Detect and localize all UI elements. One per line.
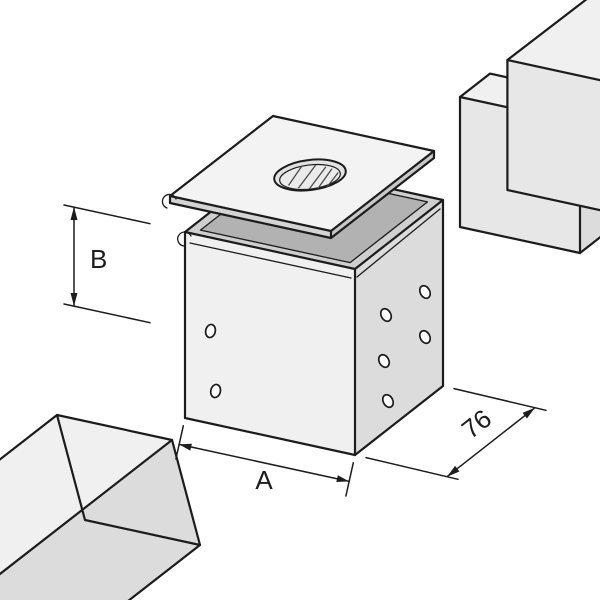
dim-b-arrow-up (70, 207, 78, 220)
front-hem-line (189, 242, 352, 279)
right-face-bolt-holes (377, 284, 432, 409)
bracket-front-face (185, 232, 355, 455)
dim-76-ext-front (365, 456, 459, 481)
rail-upper (458, 0, 600, 255)
rail-lower (0, 413, 202, 600)
dim-a-line (178, 443, 350, 483)
dimension-a: A (175, 425, 355, 497)
dim-76-arrow-front (447, 465, 460, 477)
bolt-hole (418, 329, 432, 345)
rail-lower-long-edges (0, 413, 202, 600)
bracket-inner-edges (183, 198, 445, 457)
plate-edge-curl (161, 193, 177, 209)
dim-76-ext-back (453, 387, 547, 412)
dim-76-line (446, 406, 536, 478)
plate-front-left-edge (170, 196, 331, 238)
screw-hole (273, 158, 347, 192)
dimension-b: B (63, 204, 151, 324)
plate-thickness-edges (168, 149, 436, 240)
dim-label-b: B (90, 244, 107, 274)
bolt-hole (418, 284, 432, 300)
rail-break-piece-cut-edge (506, 58, 600, 212)
screw-hole-hatch (283, 165, 341, 189)
rail-break-piece-top-face (507, 0, 600, 81)
bolt-hole (379, 307, 393, 323)
rail-break-piece-long-edges (506, 0, 588, 62)
dim-a-ext-left (175, 425, 185, 460)
dim-a-arrow-left (179, 443, 192, 451)
dim-a-arrow-right (336, 475, 350, 482)
front-face-bolt-holes (204, 323, 222, 399)
rail-lower-side-face (0, 440, 200, 600)
bolt-hole (209, 383, 222, 399)
bolt-hole (381, 393, 395, 409)
plate-front-right-edge (331, 151, 434, 238)
bolt-hole (204, 323, 217, 339)
dim-b-arrow-down (70, 293, 78, 306)
right-hem-line (356, 208, 441, 278)
dim-b-ext-top (63, 204, 151, 225)
rail-break-piece-cut-face (507, 60, 600, 211)
dim-label-a: A (255, 465, 273, 495)
dim-b-ext-bottom (63, 303, 151, 324)
dim-76-arrow-back (522, 407, 535, 419)
bolt-hole (377, 353, 391, 369)
rail-lower-top-face (0, 415, 172, 574)
front-edge-curl (177, 231, 192, 247)
screw-hole-inner (279, 163, 341, 191)
dim-a-ext-right (345, 462, 355, 497)
bracket-right-face (355, 200, 443, 455)
top-plate (161, 114, 436, 240)
